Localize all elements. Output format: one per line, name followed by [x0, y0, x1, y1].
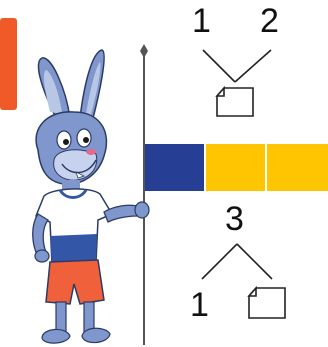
bar-segment-2 [206, 144, 265, 191]
orange-side-tab [0, 18, 17, 110]
rabbit-illustration [33, 50, 149, 343]
bottom-left-part-number: 1 [190, 288, 209, 322]
top-unknown-card-icon [217, 88, 253, 116]
bottom-decomposition-lines [202, 244, 272, 279]
top-left-part-number: 1 [192, 4, 211, 38]
bottom-unknown-card-icon [249, 288, 285, 318]
top-right-part-number: 2 [260, 4, 279, 38]
bar-segment-1 [145, 144, 204, 191]
bottom-whole-number: 3 [225, 202, 244, 236]
bar-segment-3 [267, 144, 328, 191]
divider-pole [140, 44, 148, 345]
top-decomposition-lines [203, 50, 271, 82]
bar-model [145, 144, 328, 191]
